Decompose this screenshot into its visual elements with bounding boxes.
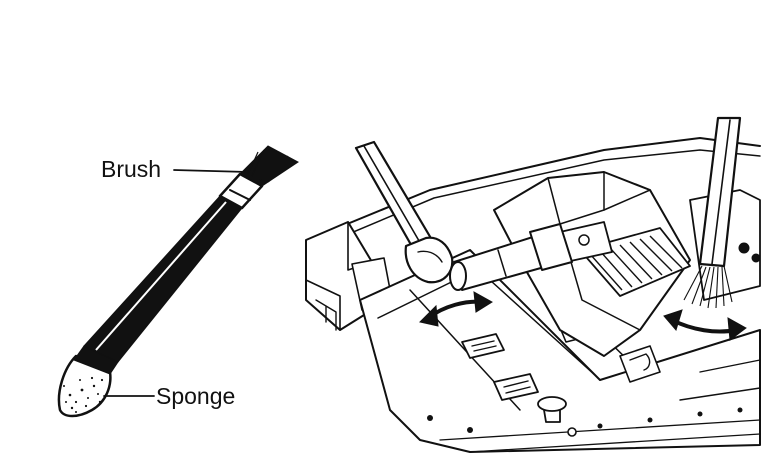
brush-callout: Brush	[101, 156, 249, 182]
brush-in-use	[683, 116, 742, 309]
vehicle-engine-deck-illustration	[305, 137, 761, 453]
brush-sponge-tool	[57, 145, 299, 418]
filler-cap	[537, 396, 577, 437]
deck-hatch	[493, 373, 539, 401]
sponge-callout: Sponge	[103, 383, 235, 409]
brush-label: Brush	[101, 156, 161, 182]
double-headed-arrow-icon	[663, 309, 747, 341]
sponge-label: Sponge	[156, 383, 235, 409]
brush-bristles-icon	[239, 145, 299, 187]
sponge-applicator-in-use	[354, 140, 454, 284]
double-headed-arrow-icon	[419, 291, 493, 327]
deck-hatch	[461, 333, 505, 359]
sponge-tip-icon	[57, 354, 112, 418]
